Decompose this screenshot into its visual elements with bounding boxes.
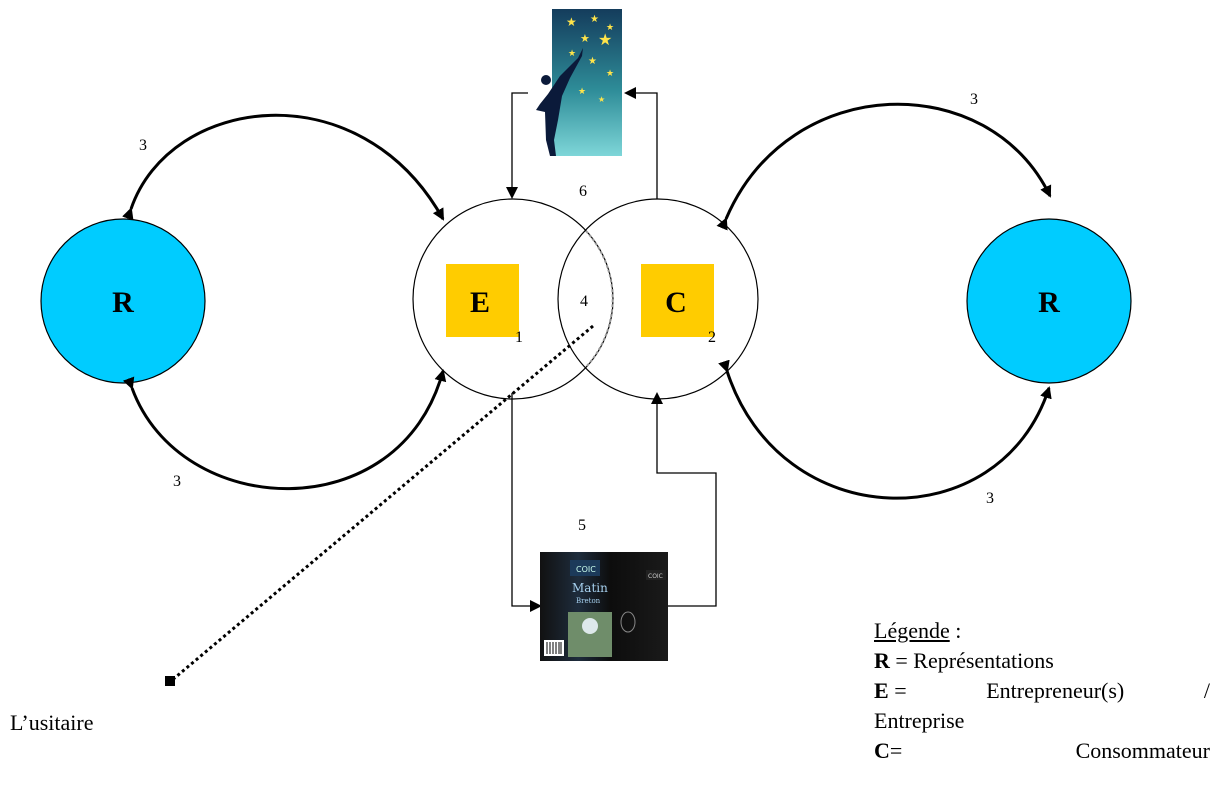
consommateur-box <box>641 264 714 337</box>
legend-c-text: Consommateur <box>1075 738 1210 763</box>
dream-image: ★ ★ ★ ★ ★ ★ ★ ★ ★ ★ <box>536 9 622 156</box>
entrepreneur-letter: E <box>470 286 490 319</box>
legend-r-text: = Représentations <box>889 648 1054 673</box>
svg-text:★: ★ <box>580 33 590 45</box>
svg-text:★: ★ <box>606 68 614 78</box>
svg-text:★: ★ <box>568 48 576 58</box>
representation-letter-right: R <box>1038 286 1060 319</box>
arc-bottom-right <box>718 359 1052 500</box>
dream-to-entrepreneur-arrow <box>506 92 528 199</box>
arc-bottom-left <box>122 369 447 491</box>
legend-r-key: R <box>874 648 890 673</box>
svg-text:★: ★ <box>588 56 597 67</box>
legend-e-eq: = <box>888 678 907 703</box>
usitaire-square-marker <box>165 676 175 686</box>
representation-letter-left: R <box>112 286 134 319</box>
svg-text:★: ★ <box>590 14 599 25</box>
legend-title-suffix: : <box>949 618 962 643</box>
legend-c-line: C= Consommateur <box>874 736 1210 766</box>
usitaire-dotted-line <box>170 324 594 683</box>
legend-e-line: E = Entrepreneur(s) / <box>874 676 1210 706</box>
product-to-consommateur-arrow <box>651 392 717 607</box>
legend-e-text2: Entreprise <box>874 708 965 733</box>
arc-number-top-right: 3 <box>970 91 978 108</box>
dream-number: 6 <box>579 183 587 200</box>
entrepreneur-number: 1 <box>515 329 523 346</box>
consommateur-letter: C <box>665 286 687 319</box>
arc-number-bottom-left: 3 <box>173 473 181 490</box>
legend-e-key: E <box>874 678 889 703</box>
legend-r-line: R = Représentations <box>874 646 1210 676</box>
legend: Légende : R = Représentations E = Entrep… <box>874 616 1210 766</box>
arc-number-bottom-right: 3 <box>986 490 994 507</box>
entrepreneur-to-product-arrow <box>511 393 542 612</box>
product-number: 5 <box>578 517 586 534</box>
legend-c-key: C <box>874 738 890 763</box>
intersection-number: 4 <box>580 293 588 310</box>
svg-text:COIC: COIC <box>648 573 663 580</box>
arc-number-top-left: 3 <box>139 137 147 154</box>
svg-text:Breton: Breton <box>576 597 601 605</box>
legend-c-eq: = <box>889 738 903 763</box>
svg-text:COIC: COIC <box>576 565 596 574</box>
consommateur-to-dream-arrow <box>624 87 658 199</box>
entrepreneur-box <box>446 264 519 337</box>
svg-text:★: ★ <box>578 86 586 96</box>
product-image: COIC Matin Breton COIC <box>540 552 668 661</box>
svg-text:★: ★ <box>566 15 577 29</box>
svg-text:Matin: Matin <box>572 581 608 595</box>
arc-top-left <box>122 113 445 221</box>
arc-top-right <box>716 102 1052 231</box>
svg-text:★: ★ <box>598 32 612 49</box>
legend-e-text: Entrepreneur(s) <box>986 678 1125 703</box>
legend-title: Légende <box>874 618 950 643</box>
legend-title-line: Légende : <box>874 616 1210 646</box>
svg-text:★: ★ <box>606 22 614 32</box>
consommateur-number: 2 <box>708 329 716 346</box>
usitaire-label: L’usitaire <box>10 710 94 735</box>
legend-e-slash: / <box>1203 678 1210 703</box>
svg-text:★: ★ <box>598 95 605 104</box>
